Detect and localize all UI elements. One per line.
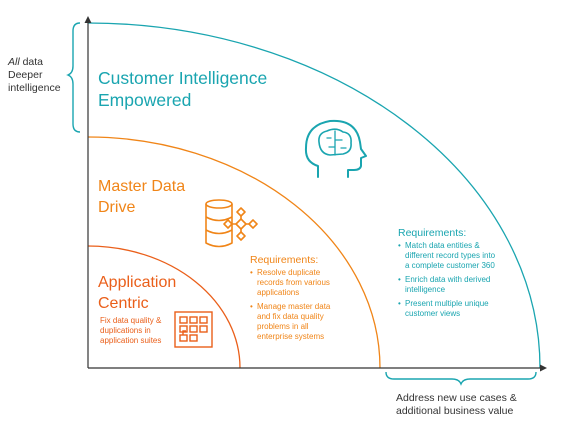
- customer-requirements-heading: Requirements:: [398, 227, 467, 239]
- customer-title-line2: Empowered: [98, 90, 192, 110]
- application-description: Fix data quality & duplications in appli…: [100, 316, 162, 345]
- application-title-line1: Application: [98, 274, 177, 291]
- bottom-brace: [385, 371, 537, 386]
- database-network-icon: [205, 199, 258, 248]
- left-note-emphasis: All: [8, 56, 20, 68]
- customer-requirements: Requirements: Match data entities & diff…: [398, 227, 498, 323]
- x-axis-arrow: [540, 364, 547, 372]
- application-arc: [87, 245, 241, 369]
- master-data-requirements-heading: Requirements:: [250, 254, 319, 266]
- y-axis-arrow: [84, 16, 92, 23]
- left-note-line1: data: [19, 56, 44, 68]
- app-grid-icon: [174, 311, 213, 348]
- master-data-requirement: Manage master data and fix data quality …: [250, 302, 342, 342]
- bottom-note-line1: Address new use cases &: [396, 392, 517, 404]
- master-data-requirement: Resolve duplicate records from various a…: [250, 268, 342, 298]
- master-data-title: Master Data Drive: [98, 176, 185, 218]
- bottom-note-line2: additional business value: [396, 405, 514, 417]
- left-note-line3: intelligence: [8, 82, 61, 94]
- left-note: All data Deeper intelligence: [8, 56, 61, 95]
- customer-title: Customer Intelligence Empowered: [98, 67, 267, 111]
- application-title-line2: Centric: [98, 295, 149, 312]
- customer-requirement: Present multiple unique customer views: [398, 299, 498, 319]
- left-note-line2: Deeper: [8, 69, 43, 81]
- customer-title-line1: Customer Intelligence: [98, 68, 268, 88]
- master-data-requirements: Requirements: Resolve duplicate records …: [250, 254, 342, 346]
- bottom-note: Address new use cases & additional busin…: [396, 392, 517, 418]
- left-brace: [66, 22, 81, 133]
- customer-requirement: Match data entities & different record t…: [398, 241, 498, 271]
- master-data-title-line1: Master Data: [98, 178, 186, 195]
- brain-head-icon: [304, 119, 367, 178]
- master-data-title-line2: Drive: [98, 199, 136, 216]
- customer-arc: [87, 22, 541, 369]
- customer-requirement: Enrich data with derived intelligence: [398, 275, 498, 295]
- application-title: Application Centric: [98, 272, 176, 314]
- master-data-arc: [87, 136, 381, 369]
